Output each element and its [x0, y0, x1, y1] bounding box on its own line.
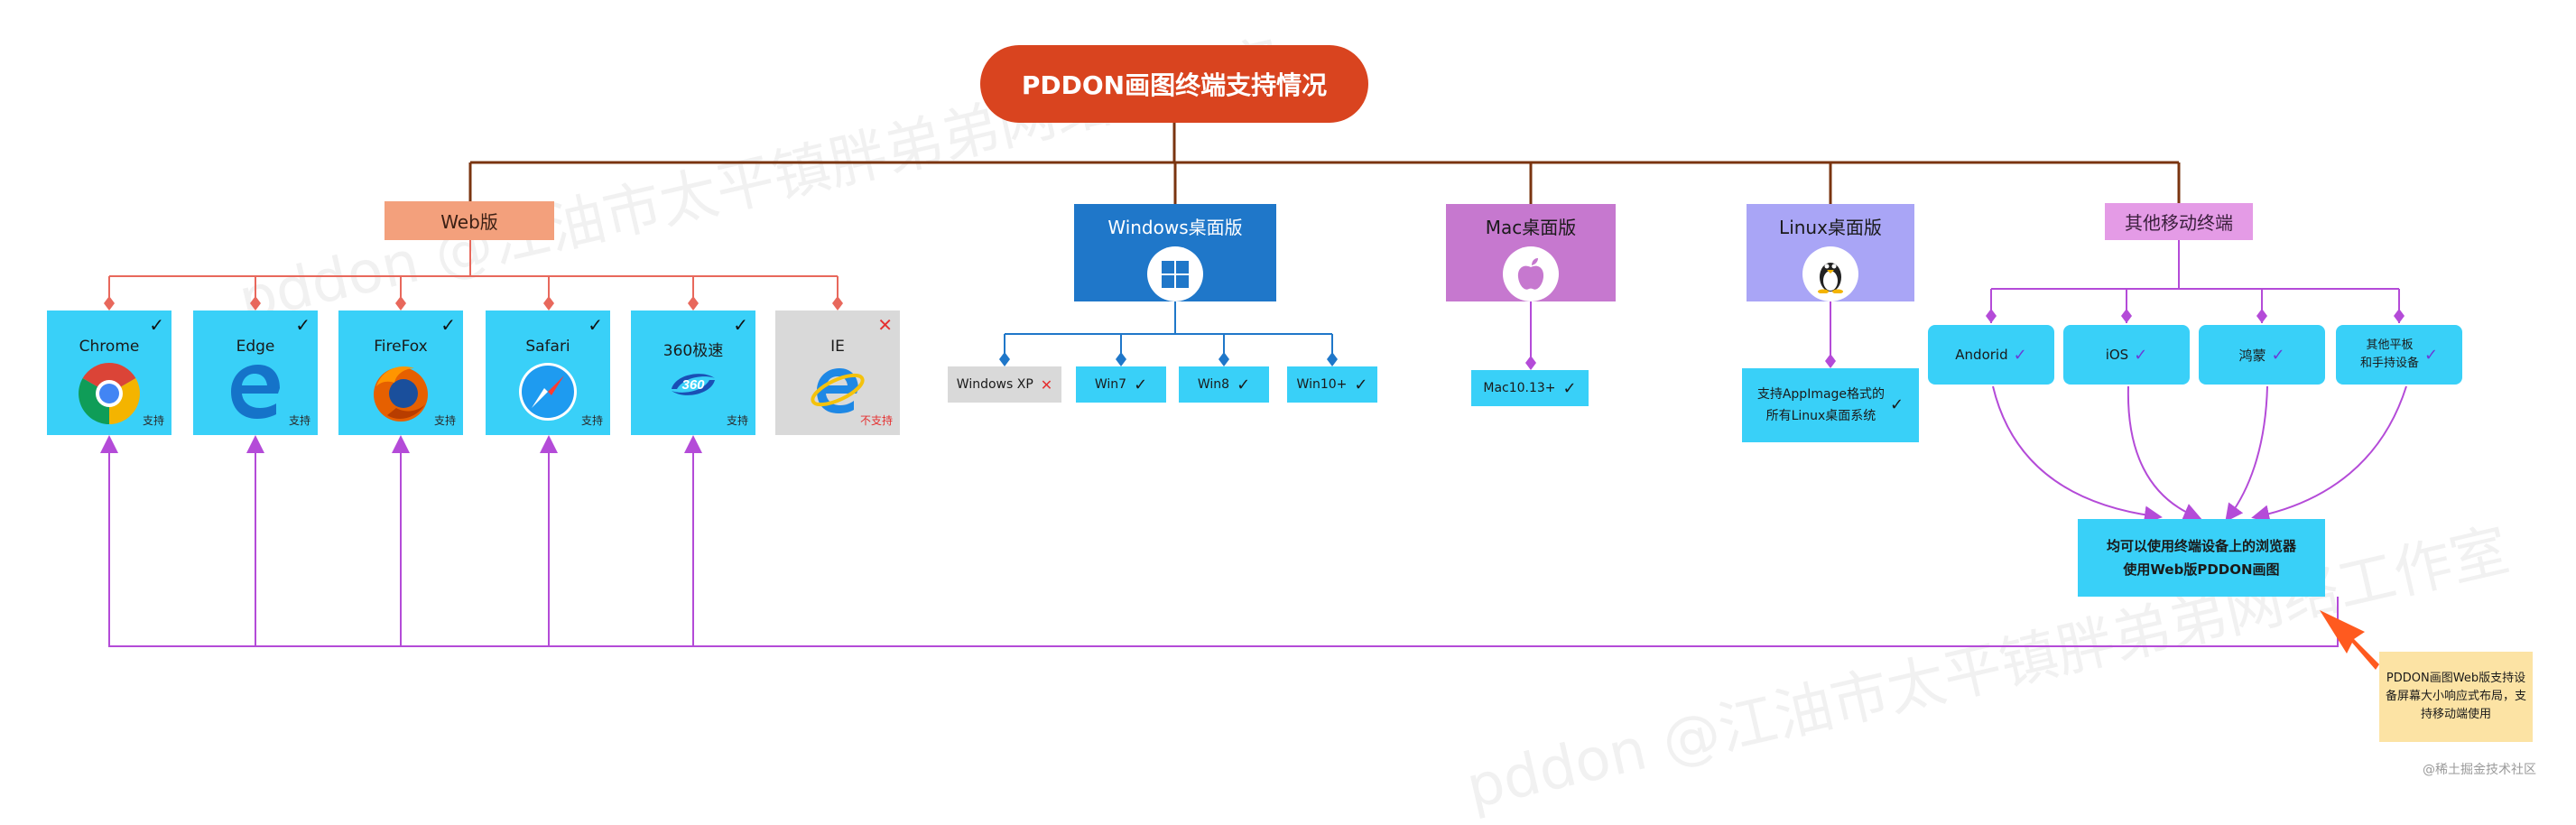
check-icon: ✓ [1354, 375, 1368, 394]
win7-chip: Win7 ✓ [1076, 366, 1166, 403]
mobile-converge-arrows [1992, 385, 2407, 524]
win8-chip: Win8 ✓ [1179, 366, 1269, 403]
support-status: 不支持 [859, 414, 893, 427]
check-icon: ✓ [295, 314, 310, 336]
check-icon: ✓ [149, 314, 164, 336]
support-status: 支持 [288, 414, 310, 427]
linux-desktop-label: Linux桌面版 [1779, 217, 1882, 238]
version-label: Windows XP [956, 377, 1033, 392]
web-branch-diamonds [104, 296, 843, 311]
browser-360: ✓ 360极速 360 支持 [631, 311, 755, 435]
mobile-label: 鸿蒙 [2238, 347, 2266, 364]
mac-linux-diamonds [1525, 354, 1836, 370]
support-status: 支持 [580, 414, 603, 427]
trunk-lines [468, 123, 2181, 204]
android-chip: Andorid ✓ [1928, 325, 2054, 385]
windows-desktop-label: Windows桌面版 [1107, 217, 1243, 238]
windows-desktop-node: Windows桌面版 [1074, 204, 1276, 301]
web-version-node: Web版 [385, 201, 554, 240]
linux-support-chip: 支持AppImage格式的 所有Linux桌面系统 ✓ [1742, 368, 1919, 442]
mac-linux-branch-lines [1530, 301, 1831, 368]
safari-compass-icon [519, 363, 577, 421]
tux-penguin-icon [1802, 246, 1858, 301]
browser-name: Safari [525, 338, 570, 356]
windows-branch-lines [1004, 301, 1333, 365]
linux-desktop-node: Linux桌面版 [1747, 204, 1914, 301]
harmony-chip: 鸿蒙 ✓ [2199, 325, 2325, 385]
mobile-label: Andorid [1955, 347, 2008, 363]
linux-support-text: 支持AppImage格式的 所有Linux桌面系统 [1756, 387, 1886, 423]
browser-usage-note: 均可以使用终端设备上的浏览器 使用Web版PDDON画图 [2078, 519, 2325, 597]
firefox-icon [374, 366, 428, 422]
cross-icon: ✕ [877, 314, 893, 336]
windows-branch-diamonds [999, 352, 1338, 366]
browser-name: Edge [236, 338, 275, 356]
support-status: 支持 [142, 414, 164, 427]
support-status: 支持 [433, 414, 456, 427]
mac-desktop-label: Mac桌面版 [1485, 217, 1577, 238]
windows-logo-icon [1147, 246, 1203, 301]
browser-chrome: ✓ Chrome 支持 [47, 311, 171, 435]
svg-text:360: 360 [681, 377, 705, 393]
browser-firefox: ✓ FireFox 支持 [338, 311, 463, 435]
other-devices-chip: 其他平板 和手持设备 ✓ [2336, 325, 2462, 385]
mac-version-chip: Mac10.13+ ✓ [1471, 370, 1589, 406]
mobile-label: 其他平板 和手持设备 [2359, 338, 2419, 370]
browser-name: FireFox [374, 338, 428, 356]
mobile-branch-lines [1990, 240, 2400, 323]
check-icon: ✓ [440, 314, 456, 336]
check-icon: ✓ [2423, 345, 2439, 365]
check-icon: ✓ [1237, 375, 1251, 394]
browser-edge: ✓ Edge 支持 [193, 311, 318, 435]
360-browser-icon: 360 [672, 374, 715, 395]
mobile-label: iOS [2105, 347, 2129, 363]
version-label: Mac10.13+ [1483, 381, 1556, 395]
apple-logo-icon [1503, 246, 1559, 301]
web-branch-lines [108, 240, 839, 307]
responsive-layout-sticky-note: PDDON画图Web版支持设备屏幕大小响应式布局，支持移动端使用 [2379, 652, 2533, 742]
check-icon: ✓ [1890, 395, 1904, 414]
highlight-arrow [2320, 610, 2379, 670]
windows-xp-chip: Windows XP ✕ [948, 366, 1061, 403]
version-label: Win10+ [1296, 377, 1348, 392]
support-status: 支持 [726, 414, 748, 427]
browser-name: 360极速 [663, 342, 724, 360]
check-icon: ✓ [733, 314, 748, 336]
check-icon: ✓ [1562, 378, 1577, 398]
connector-lines [100, 123, 2407, 670]
mac-desktop-node: Mac桌面版 [1446, 204, 1616, 301]
check-icon: ✓ [2271, 345, 2285, 365]
note-line-1: 均可以使用终端设备上的浏览器 [2106, 538, 2296, 554]
mobile-branch-diamonds [1986, 309, 2405, 323]
browser-name: Chrome [79, 338, 140, 356]
chrome-icon [79, 363, 140, 424]
win10-chip: Win10+ ✓ [1287, 366, 1377, 403]
browser-ie: ✕ IE 不支持 [775, 311, 900, 435]
browser-safari: ✓ Safari 支持 [486, 311, 610, 435]
edge-icon [231, 365, 280, 419]
ie-icon [811, 368, 865, 413]
ios-chip: iOS ✓ [2063, 325, 2190, 385]
browser-loop-arrows [100, 435, 2339, 647]
cross-icon: ✕ [1040, 375, 1053, 394]
version-label: Win8 [1197, 377, 1230, 392]
version-label: Win7 [1094, 377, 1127, 392]
browser-name: IE [830, 338, 845, 356]
note-line-2: 使用Web版PDDON画图 [2123, 561, 2280, 578]
check-icon: ✓ [2013, 345, 2027, 365]
check-icon: ✓ [2134, 345, 2148, 365]
mobile-terminals-node: 其他移动终端 [2105, 203, 2253, 240]
check-icon: ✓ [588, 314, 603, 336]
check-icon: ✓ [1134, 375, 1148, 394]
page-title: PDDON画图终端支持情况 [980, 45, 1368, 123]
source-credit: @稀土掘金技术社区 [2423, 763, 2536, 777]
